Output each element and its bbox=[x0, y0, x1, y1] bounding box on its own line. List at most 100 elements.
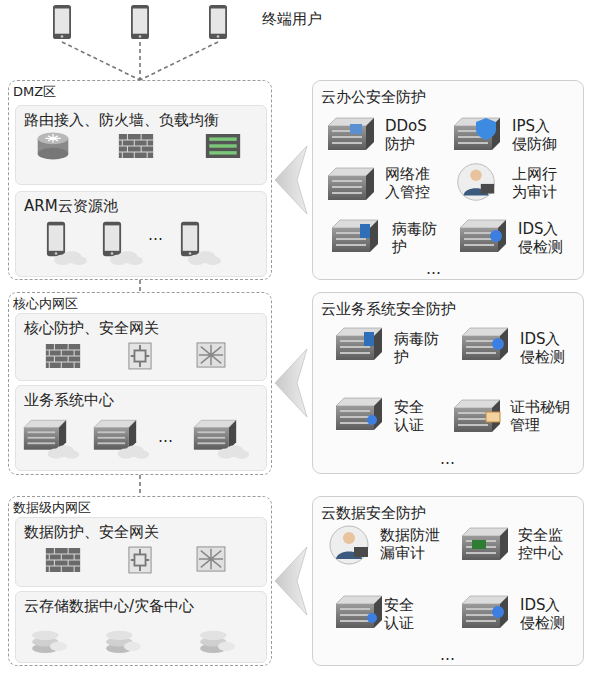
zone-subbox: ARM云资源池 bbox=[15, 191, 267, 277]
node-heading: 核心防护、安全网关 bbox=[24, 319, 159, 338]
dashed-link bbox=[140, 475, 141, 496]
dashed-link bbox=[62, 42, 218, 80]
node-heading: 云业务系统安全防护 bbox=[321, 300, 456, 319]
cloud-icon bbox=[188, 251, 221, 265]
cloud-icon bbox=[218, 445, 249, 459]
cert-accent bbox=[486, 412, 500, 422]
item-label: 证书秘钥管理 bbox=[510, 398, 574, 434]
item-label: 病毒防护 bbox=[392, 220, 440, 256]
ellipsis-mark: … bbox=[440, 450, 464, 468]
ddos-accent bbox=[350, 124, 362, 134]
server-icon bbox=[94, 420, 136, 449]
security-panel: 云业务系统安全防护 bbox=[312, 292, 584, 474]
ellipsis-mark: … bbox=[148, 226, 172, 244]
database-icon bbox=[32, 631, 67, 653]
item-label: 病毒防护 bbox=[394, 330, 442, 366]
item-label: IDS入侵检测 bbox=[520, 330, 570, 366]
zone-subbox: 路由接入、防火墙、负载均衡 bbox=[15, 105, 267, 185]
cloud-icon bbox=[110, 251, 143, 265]
shield-accent bbox=[476, 118, 496, 140]
server-icon bbox=[194, 420, 236, 449]
phone-icon bbox=[209, 5, 227, 39]
security-panel: 云数据安全防护 bbox=[312, 496, 584, 666]
zone-subbox: 核心防护、安全网关 bbox=[15, 313, 267, 381]
server-icon bbox=[462, 596, 508, 628]
server-icon bbox=[332, 220, 378, 252]
item-label: IDS入侵检测 bbox=[520, 596, 570, 632]
firewall-icon bbox=[46, 548, 80, 572]
node-heading: 数据级内网区 bbox=[13, 499, 91, 517]
node-heading: 业务系统中心 bbox=[24, 391, 114, 410]
node-heading: 云办公安全防护 bbox=[321, 88, 426, 107]
database-icon bbox=[106, 631, 141, 653]
item-label: 上网行为审计 bbox=[512, 165, 560, 201]
monitor-accent bbox=[472, 540, 486, 549]
item-label: 安全认证 bbox=[384, 596, 418, 632]
ellipsis-mark: … bbox=[440, 646, 464, 664]
server-icon bbox=[454, 118, 500, 150]
chevron-arrow bbox=[275, 547, 307, 615]
load-balancer-icon bbox=[206, 134, 240, 158]
node-heading: 路由接入、防火墙、负载均衡 bbox=[24, 111, 219, 130]
chevron-arrow bbox=[275, 349, 307, 417]
phone-icon bbox=[47, 222, 65, 257]
phone-icon bbox=[131, 5, 149, 39]
item-label: DDoS防护 bbox=[385, 117, 431, 153]
node-heading: ARM云资源池 bbox=[24, 197, 118, 216]
gateway-icon bbox=[129, 343, 151, 369]
item-label: IPS入侵防御 bbox=[512, 117, 560, 153]
auditor-icon bbox=[330, 526, 368, 564]
item-label: 网络准入管控 bbox=[385, 165, 433, 201]
server-icon bbox=[462, 528, 508, 560]
server-icon bbox=[24, 420, 66, 449]
database-icon bbox=[200, 631, 235, 653]
ids-accent bbox=[492, 338, 504, 350]
server-icon bbox=[336, 398, 382, 430]
phone-icon bbox=[103, 222, 121, 257]
auditor-icon bbox=[458, 164, 494, 200]
node-heading: 核心内网区 bbox=[13, 295, 78, 313]
phone-icon bbox=[53, 5, 71, 39]
server-icon bbox=[328, 118, 374, 150]
item-label: 安全监控中心 bbox=[518, 526, 566, 562]
firewall-icon bbox=[46, 344, 80, 368]
zone-subbox: 云存储数据中心/灾备中心 bbox=[15, 591, 267, 663]
item-label: 安全认证 bbox=[394, 398, 428, 434]
node-heading: DMZ区 bbox=[13, 83, 56, 101]
router-icon bbox=[38, 132, 69, 159]
item-label: 数据防泄漏审计 bbox=[380, 526, 444, 562]
cloud-icon bbox=[54, 251, 87, 265]
server-icon bbox=[336, 596, 382, 628]
node-heading: 数据防护、安全网关 bbox=[24, 523, 159, 542]
virus-accent bbox=[360, 224, 370, 238]
server-icon bbox=[454, 400, 500, 432]
server-icon bbox=[328, 168, 374, 200]
cloud-icon bbox=[118, 445, 149, 459]
switch-icon bbox=[197, 343, 225, 367]
ids-accent bbox=[490, 230, 502, 242]
zone-subbox: 业务系统中心 bbox=[15, 385, 267, 471]
zone-subbox: 数据防护、安全网关 bbox=[15, 517, 267, 587]
server-icon bbox=[462, 328, 508, 360]
auth-accent bbox=[367, 613, 377, 623]
node-heading: 云数据安全防护 bbox=[321, 504, 426, 523]
item-label: 终端用户 bbox=[262, 10, 352, 28]
terminal-phones bbox=[53, 5, 227, 80]
gateway-icon bbox=[129, 547, 151, 573]
ellipsis-mark: … bbox=[426, 260, 450, 278]
zone-group: 核心内网区核心防护、安全网关业务系统中心 bbox=[8, 292, 272, 475]
firewall-icon bbox=[119, 134, 153, 158]
switch-icon bbox=[197, 547, 225, 571]
cloud-icon bbox=[48, 445, 79, 459]
server-icon bbox=[336, 328, 382, 360]
ellipsis-mark: … bbox=[158, 428, 182, 446]
dashed-link bbox=[140, 280, 141, 292]
virus-accent bbox=[364, 332, 374, 346]
item-label: IDS入侵检测 bbox=[518, 220, 568, 256]
ids-accent bbox=[492, 606, 504, 618]
server-icon bbox=[460, 220, 506, 252]
chevron-arrow bbox=[275, 146, 307, 214]
zone-group: 数据级内网区数据防护、安全网关云存储数据中心/灾备中心 bbox=[8, 496, 272, 666]
